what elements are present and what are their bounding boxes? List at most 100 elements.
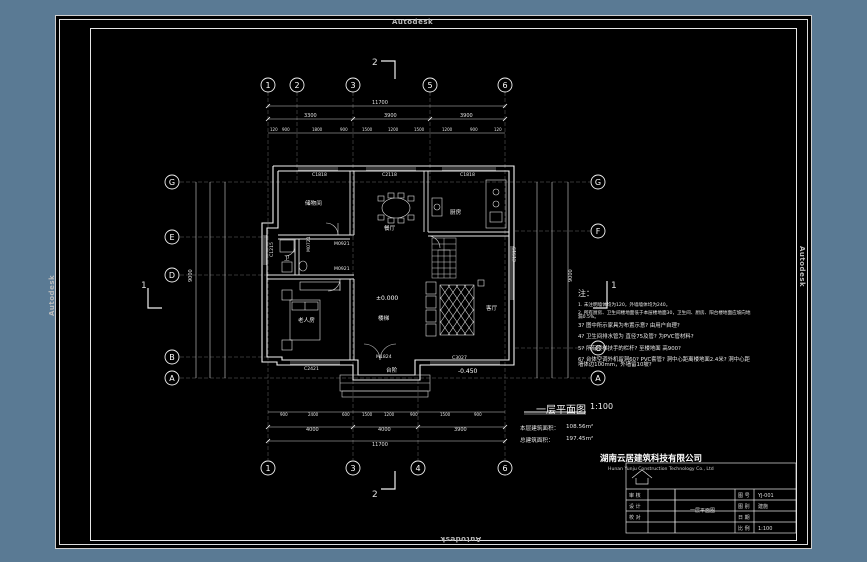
dim-top-seg-1: 3300: [304, 113, 317, 119]
ext-level: -0.450: [458, 368, 478, 375]
window-label: C2421: [304, 366, 319, 372]
tb-label-no: 图 号: [738, 493, 750, 499]
dim-top-detail: 1200: [388, 127, 399, 132]
sheet-outer-border: [59, 19, 808, 545]
dim-top-detail: 120: [494, 127, 502, 132]
room-elderly: 老人房: [298, 316, 315, 324]
plan-scale: 1:100: [590, 402, 614, 411]
axis-top-6: 6: [502, 81, 507, 90]
tb-label-check: 校 对: [629, 514, 641, 521]
tb-label-design: 设 计: [629, 503, 641, 510]
dim-top-detail: 1800: [312, 127, 323, 132]
axis-left-e: E: [169, 233, 174, 242]
dim-top-detail: 120: [270, 127, 278, 132]
room-kitchen: 厨房: [450, 208, 462, 216]
notes-title: 注：: [578, 289, 594, 298]
dim-left-total: 9000: [188, 269, 194, 282]
tb-label-date: 日 期: [738, 515, 750, 521]
area-floor-value: 108.56m²: [566, 424, 594, 430]
dim-top-detail: 1500: [362, 127, 373, 132]
window-label: C3027: [452, 355, 467, 361]
dim-top-seg-3: 3900: [460, 113, 473, 119]
floor-level: ±0.000: [376, 295, 398, 302]
note-item: 6? 台体空调外机留洞60? PVC套管? 洞中心距离楼地面2.4米? 洞中心距…: [578, 357, 750, 369]
dim-bottom-total: 11700: [372, 442, 388, 448]
entry-steps: 台阶: [386, 366, 398, 374]
door-label: M0921: [334, 266, 350, 272]
dim-bottom-seg-3: 3900: [454, 427, 467, 433]
door-label: M1824: [376, 354, 392, 360]
section-mark-bottom: 2: [372, 490, 378, 500]
tb-drawing-name: 一层平面图: [690, 508, 715, 514]
axis-left-a: A: [169, 374, 175, 383]
dim-bottom-seg-2: 4000: [378, 427, 391, 433]
window-label: C2118: [382, 172, 397, 178]
area-floor-label: 本层建筑面积：: [520, 426, 560, 432]
company-name: 湖南云居建筑科技有限公司: [600, 454, 703, 464]
section-mark-top: 2: [372, 58, 378, 68]
note-item: 3? 图中所示家具为布置示意? 由用户自理?: [578, 322, 680, 329]
dim-bottom-detail: 900: [280, 412, 288, 417]
note-item: 1. 未注明墙体均为120，外墙墙体均为240。: [578, 303, 671, 308]
room-living: 客厅: [486, 304, 498, 312]
dim-top-detail: 1200: [442, 127, 453, 132]
dim-top-detail: 900: [470, 127, 478, 132]
axis-right-c: C: [595, 344, 601, 353]
plan-title: 一层平面图: [536, 405, 586, 416]
window-label: C1215: [269, 242, 275, 257]
window-label: C1818: [312, 172, 327, 178]
dim-top-detail: 900: [340, 127, 348, 132]
dim-bottom-detail: 2400: [308, 412, 319, 417]
dim-bottom-detail: 900: [410, 412, 418, 417]
area-total-value: 197.45m²: [566, 436, 594, 442]
axis-left-b: B: [169, 353, 175, 362]
note-item: 4? 卫生间排水管为 直径75及管? 为PVC管材料?: [578, 334, 694, 341]
window-label: C1515: [512, 247, 518, 262]
axis-left-d: D: [169, 271, 175, 280]
door-label: M0921: [334, 241, 350, 247]
dim-top-detail: 1500: [414, 127, 425, 132]
axis-bottom-6: 6: [502, 464, 507, 473]
axis-top-2: 2: [294, 81, 299, 90]
section-mark-left: 1: [141, 281, 147, 291]
dim-top-total: 11700: [372, 100, 388, 106]
dim-bottom-detail: 1500: [440, 412, 451, 417]
dim-bottom-seg-1: 4000: [306, 427, 319, 433]
tb-value-type: 建施: [758, 503, 768, 510]
axis-left-g: G: [169, 178, 175, 187]
axis-right-g: G: [595, 178, 601, 187]
room-stair-hall: 楼梯: [378, 314, 390, 322]
axis-right-f: F: [596, 227, 601, 236]
tb-label-scale: 比 例: [738, 525, 750, 532]
tb-value-scale: 1:100: [758, 526, 772, 532]
watermark-top: Autodesk: [392, 18, 434, 26]
room-wc: 卫: [284, 255, 290, 262]
axis-bottom-1: 1: [265, 464, 270, 473]
axis-top-1: 1: [265, 81, 270, 90]
room-storage: 储物间: [305, 199, 322, 207]
tb-label-review: 审 核: [629, 492, 641, 499]
axis-top-3: 3: [350, 81, 355, 90]
drawing-frame: [90, 28, 797, 541]
dim-bottom-detail: 600: [342, 412, 350, 417]
dim-bottom-detail: 1500: [362, 412, 373, 417]
area-total-label: 总建筑面积：: [520, 438, 554, 444]
section-mark-right: 1: [611, 281, 617, 291]
note-item: 2. 所有厨房、卫生间楼地面低于本层楼地面30，卫生间、厨房、阳台楼地面应坡向地…: [578, 310, 751, 321]
notes-block: 注： 1. 未注明墙体均为120，外墙墙体均为240。 2. 所有厨房、卫生间楼…: [578, 290, 753, 375]
company-name-en: Hunan Yunju Construction Technology Co.,…: [608, 467, 714, 472]
note-item: 5? 所有楼梯扶手的栏杆? 至楼地面 高900?: [578, 345, 681, 352]
tb-value-no: YJ-001: [757, 493, 774, 499]
room-dining: 餐厅: [384, 224, 396, 232]
dim-top-detail: 900: [282, 127, 290, 132]
axis-right-a: A: [595, 374, 601, 383]
axis-bottom-4: 4: [415, 464, 420, 473]
door-label: M0721: [306, 236, 312, 252]
dim-top-seg-2: 3900: [384, 113, 397, 119]
dim-bottom-detail: 900: [474, 412, 482, 417]
axis-top-5: 5: [427, 81, 432, 90]
window-label: C1818: [460, 172, 475, 178]
tb-label-type: 图 别: [738, 503, 750, 510]
axis-bottom-3: 3: [350, 464, 355, 473]
